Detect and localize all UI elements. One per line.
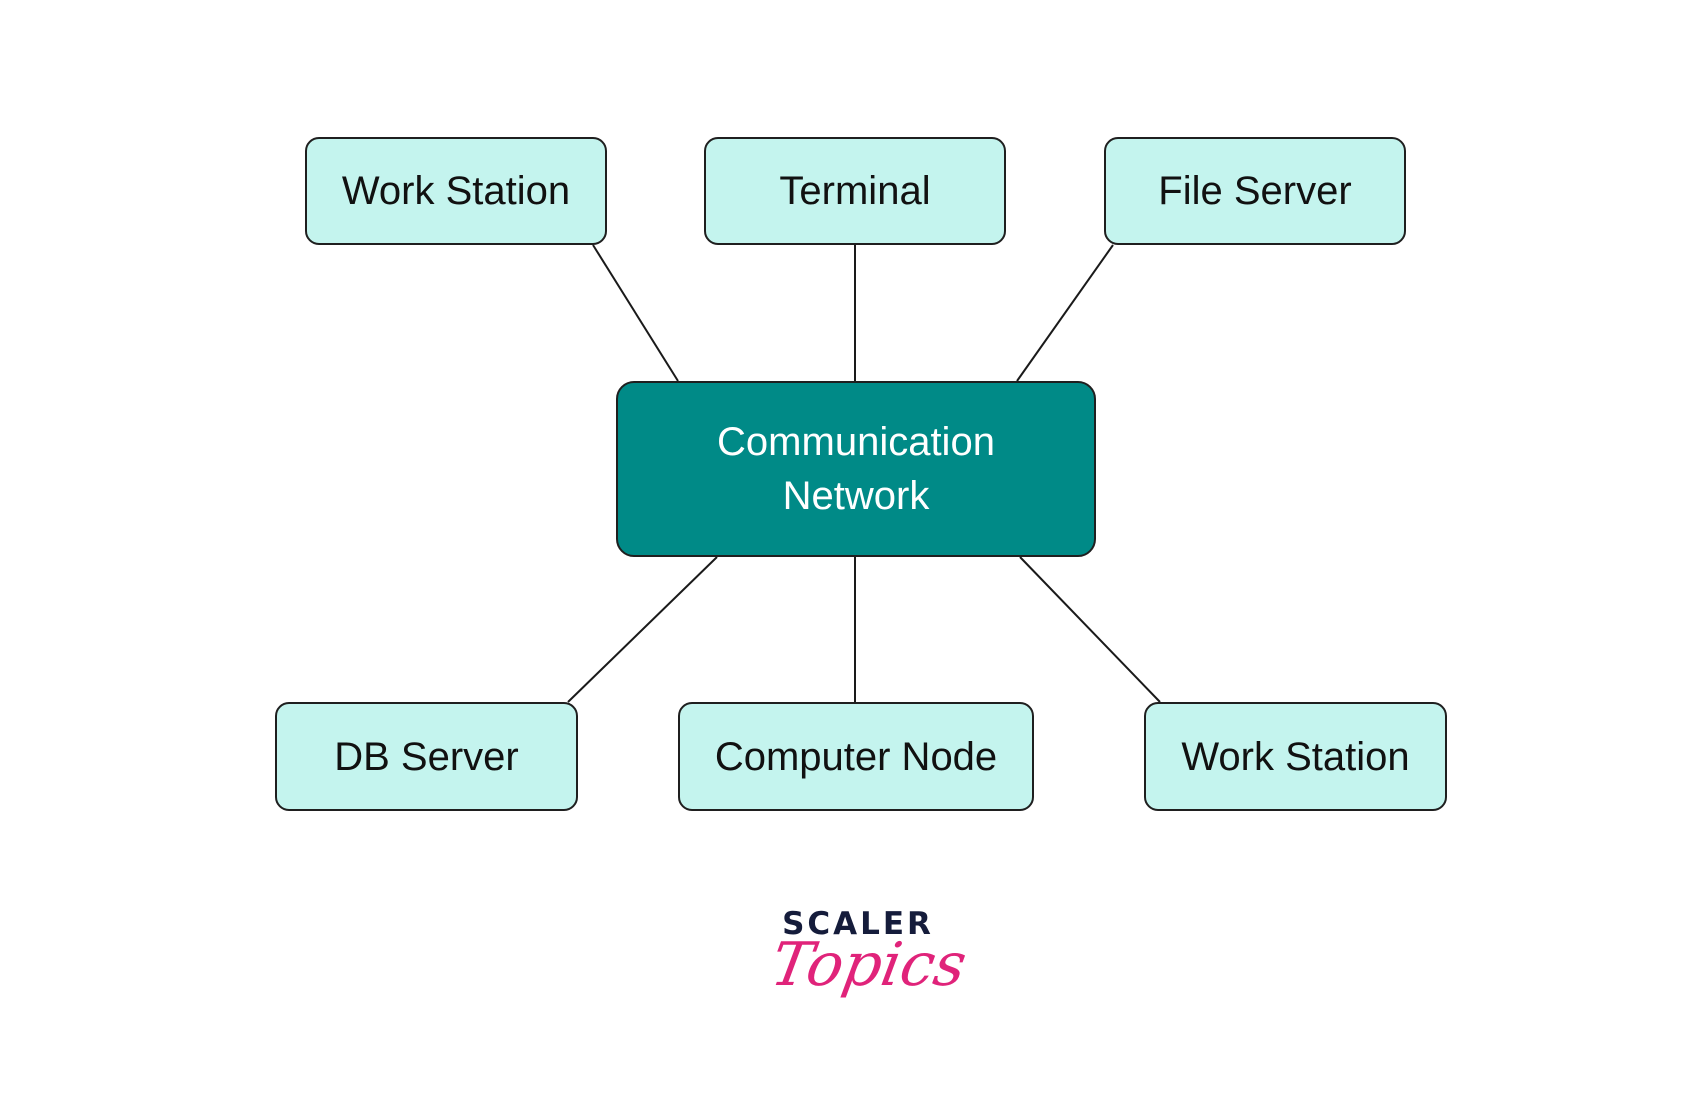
- node-label: File Server: [1158, 169, 1352, 213]
- node-db-server: DB Server: [275, 702, 578, 811]
- node-terminal: Terminal: [704, 137, 1006, 245]
- edge-file-server: [1016, 244, 1114, 382]
- node-work-station-bottom: Work Station: [1144, 702, 1447, 811]
- node-label: Work Station: [341, 169, 571, 213]
- node-label: DB Server: [334, 734, 519, 779]
- node-work-station-top: Work Station: [305, 137, 607, 245]
- node-label: Work Station: [1181, 734, 1410, 779]
- logo-script: Topics: [765, 930, 972, 1000]
- node-label: Terminal: [779, 169, 931, 213]
- hub-label-line-2: Network: [782, 474, 930, 518]
- node-label: Computer Node: [714, 734, 998, 779]
- edge-db-server: [567, 556, 718, 703]
- node-computer-node: Computer Node: [678, 702, 1034, 811]
- hub-label: Communication Network: [717, 415, 995, 523]
- edge-workstation-top: [592, 244, 679, 382]
- scaler-topics-logo: SCALER Topics: [766, 900, 972, 1040]
- node-file-server: File Server: [1104, 137, 1406, 245]
- node-communication-network: Communication Network: [616, 381, 1096, 557]
- hub-label-line-1: Communication: [717, 420, 995, 464]
- edge-workstation-bottom: [1019, 556, 1161, 703]
- logo-wordmark: SCALER: [782, 906, 934, 942]
